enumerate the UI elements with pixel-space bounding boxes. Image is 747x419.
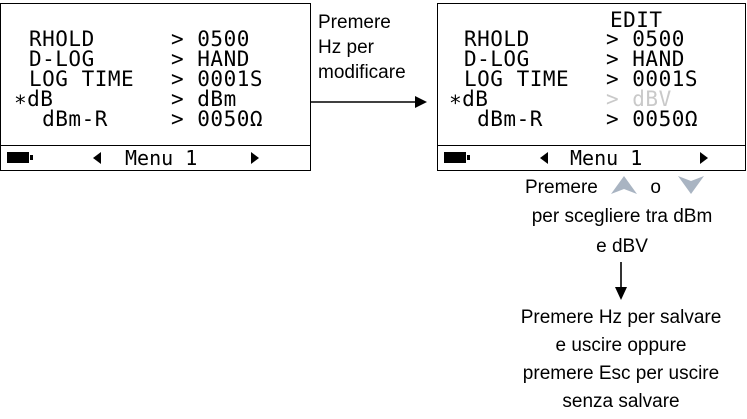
lcd-row-label: RHOLD [29,27,95,51]
menu-label: Menu 1 [125,146,198,170]
step2-prefix: Premere [525,177,598,198]
step2-line: per scegliere tra dBm [531,206,713,227]
step2-instruction: per scegliere tra dBm e dBV [502,204,742,259]
battery-icon [7,152,33,163]
menu-label: Menu 1 [570,146,643,170]
battery-icon [444,152,470,163]
lcd-edit-header: EDIT [610,8,663,32]
up-triangle-icon [611,176,638,194]
step3-line: Premere Hz per salvare [520,307,722,328]
step1-line: Hz per [318,37,374,58]
lcd-row-label: dBm-R [29,107,108,131]
step3-line: premere Esc per uscire [522,363,720,384]
lcd-row-value: > dBm [171,87,237,111]
step1-arrow-icon [311,96,427,108]
menu-right-arrow-icon [700,152,708,164]
step2-or: o [650,177,661,198]
lcd-row-value: > HAND [606,47,685,71]
menu-left-arrow-icon [93,152,101,164]
lcd-row-value: > 0500 [606,27,685,51]
lcd-row-value: > HAND [171,47,250,71]
step1-line: Premere [318,12,391,33]
step3-line: senza salvare [562,391,680,412]
lcd-footer: Menu 1 [438,145,745,170]
lcd-row-label: D-LOG [29,47,95,71]
lcd-row-label: ∗dB [14,87,54,111]
down-triangle-icon [678,176,705,194]
step3-instruction: Premere Hz per salvare e uscire oppure p… [492,305,747,417]
lcd-row-value: > 0050Ω [171,107,264,131]
lcd-screen-after: EDIT RHOLD > 0500 D-LOG > HAND LOG TIME … [437,3,746,171]
step2-instruction-line1: Premere o [525,174,706,200]
lcd-row-label: LOG TIME [464,67,570,91]
menu-right-arrow-icon [251,152,259,164]
lcd-row-label: ∗dB [449,87,489,111]
lcd-row-value-editing: > dBV [606,87,672,111]
step1-instruction: Premere Hz per modificare [318,10,406,85]
step3-line: e uscire oppure [555,335,687,356]
lcd-row-label: D-LOG [464,47,530,71]
lcd-row-value: > 0001S [606,67,699,91]
step2-line: e dBV [596,236,648,257]
lcd-screen-before: RHOLD > 0500 D-LOG > HAND LOG TIME > 000… [0,3,311,171]
lcd-row-label: LOG TIME [29,67,135,91]
lcd-footer: Menu 1 [1,145,310,170]
lcd-row-value: > 0500 [171,27,250,51]
step2-down-arrow-icon [615,262,627,300]
menu-left-arrow-icon [540,152,548,164]
step1-line: modificare [318,62,406,83]
lcd-row-value: > 0001S [171,67,264,91]
lcd-row-label: dBm-R [464,107,543,131]
lcd-row-label: RHOLD [464,27,530,51]
lcd-row-value: > 0050Ω [606,107,699,131]
